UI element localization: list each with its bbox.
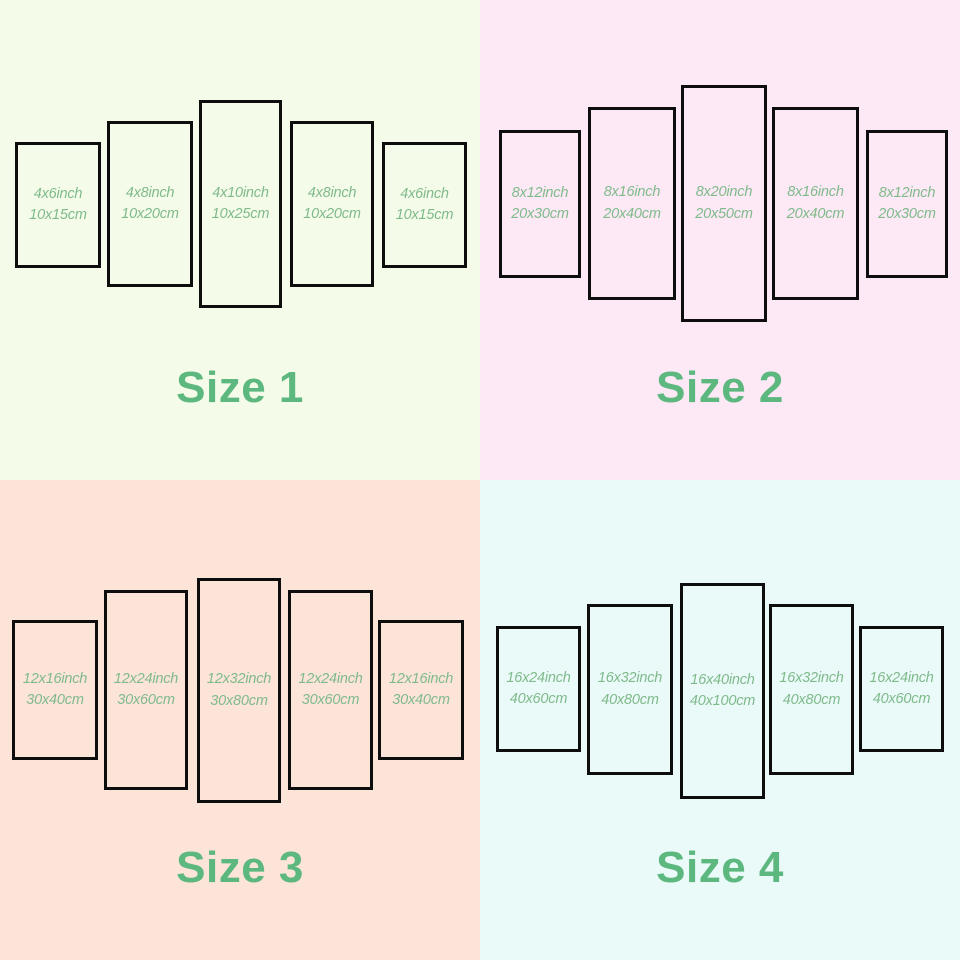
panel-dimension-cm: 40x80cm bbox=[601, 691, 659, 708]
quadrant-size-3[interactable]: 12x16inch 30x40cm 12x24inch 30x60cm 12x32inc… bbox=[0, 480, 480, 960]
panel-dimension-inch: 16x32inch bbox=[597, 670, 663, 687]
panel-dimension-inch: 16x32inch bbox=[779, 670, 844, 687]
canvas-panel[interactable]: 16x40inch 40x100cm bbox=[680, 583, 765, 799]
panel-dimension-cm: 40x60cm bbox=[509, 691, 568, 707]
panel-dimension-label: 16x32inch 40x80cm bbox=[779, 668, 844, 710]
panel-dimension-inch: 16x40inch bbox=[690, 671, 755, 688]
canvas-panel[interactable]: 12x24inch 30x60cm bbox=[104, 590, 188, 790]
panel-dimension-inch: 8x16inch bbox=[787, 184, 844, 201]
panel-group-size-4: 16x24inch 40x60cm 16x32inch 40x80cm 16x40inc… bbox=[480, 480, 960, 960]
panel-group-size-2: 8x12inch 20x30cm 8x16inch 20x40cm 8x20inch 20… bbox=[480, 0, 960, 480]
panel-dimension-cm: 10x20cm bbox=[121, 206, 179, 222]
canvas-panel[interactable]: 8x20inch 20x50cm bbox=[681, 85, 767, 322]
size-title-size-4: Size 4 bbox=[656, 843, 784, 892]
panel-dimension-label: 12x24inch 30x60cm bbox=[298, 669, 363, 711]
panel-dimension-label: 4x8inch 10x20cm bbox=[121, 183, 179, 225]
canvas-panel[interactable]: 12x16inch 30x40cm bbox=[378, 620, 464, 760]
panel-dimension-label: 16x32inch 40x80cm bbox=[597, 668, 663, 710]
canvas-panel[interactable]: 4x6inch 10x15cm bbox=[382, 142, 467, 268]
panel-dimension-inch: 4x8inch bbox=[307, 184, 357, 201]
panel-dimension-cm: 20x30cm bbox=[878, 206, 936, 222]
canvas-panel[interactable]: 12x32inch 30x80cm bbox=[197, 578, 281, 803]
panel-dimension-label: 4x10inch 10x25cm bbox=[211, 183, 270, 225]
panel-dimension-cm: 10x15cm bbox=[395, 207, 454, 223]
size-title-size-2: Size 2 bbox=[656, 363, 784, 412]
panel-dimension-inch: 12x16inch bbox=[388, 670, 454, 687]
panel-dimension-cm: 40x100cm bbox=[689, 693, 756, 709]
panel-dimension-inch: 12x24inch bbox=[113, 670, 179, 687]
panel-dimension-inch: 16x24inch bbox=[506, 669, 571, 686]
canvas-panel[interactable]: 4x6inch 10x15cm bbox=[15, 142, 101, 268]
panel-dimension-inch: 4x6inch bbox=[33, 185, 83, 202]
panel-dimension-label: 16x24inch 40x60cm bbox=[869, 668, 934, 710]
panel-dimension-cm: 10x25cm bbox=[211, 206, 270, 222]
canvas-panel[interactable]: 8x12inch 20x30cm bbox=[866, 130, 948, 278]
canvas-panel[interactable]: 4x10inch 10x25cm bbox=[199, 100, 282, 308]
panel-dimension-inch: 4x8inch bbox=[125, 184, 175, 201]
canvas-panel[interactable]: 12x16inch 30x40cm bbox=[12, 620, 98, 760]
panel-dimension-inch: 4x6inch bbox=[400, 185, 449, 202]
panel-dimension-label: 8x16inch 20x40cm bbox=[603, 182, 661, 224]
panel-dimension-cm: 10x20cm bbox=[303, 206, 361, 222]
panel-dimension-inch: 4x10inch bbox=[212, 184, 269, 201]
size-title-size-1: Size 1 bbox=[176, 363, 304, 412]
panel-dimension-cm: 30x80cm bbox=[210, 692, 268, 709]
quadrant-size-4[interactable]: 16x24inch 40x60cm 16x32inch 40x80cm 16x40inc… bbox=[480, 480, 960, 960]
panel-dimension-inch: 12x24inch bbox=[298, 670, 363, 687]
panel-dimension-cm: 20x40cm bbox=[786, 205, 845, 222]
quadrant-size-1[interactable]: 4x6inch 10x15cm 4x8inch 10x20cm 4x10inch 10x2… bbox=[0, 0, 480, 480]
panel-dimension-label: 8x20inch 20x50cm bbox=[695, 182, 753, 224]
panel-group-size-3: 12x16inch 30x40cm 12x24inch 30x60cm 12x32inc… bbox=[0, 480, 480, 960]
panel-dimension-label: 16x40inch 40x100cm bbox=[689, 670, 756, 712]
panel-dimension-inch: 12x32inch bbox=[206, 671, 272, 688]
panel-dimension-label: 8x12inch 20x30cm bbox=[511, 183, 569, 225]
panel-dimension-cm: 20x50cm bbox=[695, 205, 753, 222]
panel-dimension-label: 12x16inch 30x40cm bbox=[22, 669, 88, 711]
panel-dimension-cm: 20x30cm bbox=[511, 206, 569, 222]
panel-dimension-inch: 8x16inch bbox=[603, 184, 661, 201]
panel-dimension-cm: 40x80cm bbox=[782, 691, 841, 708]
panel-dimension-cm: 10x15cm bbox=[29, 207, 87, 223]
panel-dimension-label: 4x6inch 10x15cm bbox=[29, 184, 87, 226]
canvas-panel[interactable]: 8x16inch 20x40cm bbox=[588, 107, 676, 300]
panel-dimension-cm: 20x40cm bbox=[603, 205, 661, 222]
size-title-size-3: Size 3 bbox=[176, 843, 304, 892]
panel-dimension-label: 4x8inch 10x20cm bbox=[303, 183, 361, 225]
panel-dimension-cm: 30x60cm bbox=[301, 692, 360, 708]
panel-dimension-inch: 16x24inch bbox=[869, 669, 934, 686]
panel-dimension-label: 12x24inch 30x60cm bbox=[113, 669, 179, 711]
canvas-panel[interactable]: 16x32inch 40x80cm bbox=[587, 604, 673, 775]
canvas-panel[interactable]: 16x24inch 40x60cm bbox=[859, 626, 944, 752]
canvas-panel[interactable]: 8x12inch 20x30cm bbox=[499, 130, 581, 278]
panel-dimension-label: 12x32inch 30x80cm bbox=[206, 669, 272, 711]
canvas-panel[interactable]: 4x8inch 10x20cm bbox=[107, 121, 193, 287]
panel-dimension-cm: 40x60cm bbox=[872, 691, 931, 707]
canvas-panel[interactable]: 8x16inch 20x40cm bbox=[772, 107, 859, 300]
canvas-panel[interactable]: 4x8inch 10x20cm bbox=[290, 121, 374, 287]
canvas-panel[interactable]: 16x24inch 40x60cm bbox=[496, 626, 581, 752]
panel-dimension-inch: 12x16inch bbox=[22, 670, 88, 687]
panel-dimension-cm: 30x60cm bbox=[117, 692, 175, 708]
panel-group-size-1: 4x6inch 10x15cm 4x8inch 10x20cm 4x10inch 10x2… bbox=[0, 0, 480, 480]
panel-dimension-inch: 8x12inch bbox=[878, 184, 936, 201]
panel-dimension-cm: 30x40cm bbox=[392, 692, 450, 708]
panel-dimension-label: 16x24inch 40x60cm bbox=[506, 668, 571, 710]
panel-dimension-label: 4x6inch 10x15cm bbox=[395, 184, 454, 226]
panel-dimension-label: 8x12inch 20x30cm bbox=[878, 183, 936, 225]
panel-dimension-inch: 8x12inch bbox=[511, 184, 569, 201]
panel-dimension-cm: 30x40cm bbox=[26, 692, 84, 708]
canvas-panel[interactable]: 16x32inch 40x80cm bbox=[769, 604, 854, 775]
panel-dimension-label: 8x16inch 20x40cm bbox=[786, 182, 845, 224]
panel-dimension-label: 12x16inch 30x40cm bbox=[388, 669, 454, 711]
quadrant-size-2[interactable]: 8x12inch 20x30cm 8x16inch 20x40cm 8x20inch 20… bbox=[480, 0, 960, 480]
canvas-panel[interactable]: 12x24inch 30x60cm bbox=[288, 590, 373, 790]
panel-dimension-inch: 8x20inch bbox=[695, 184, 753, 201]
